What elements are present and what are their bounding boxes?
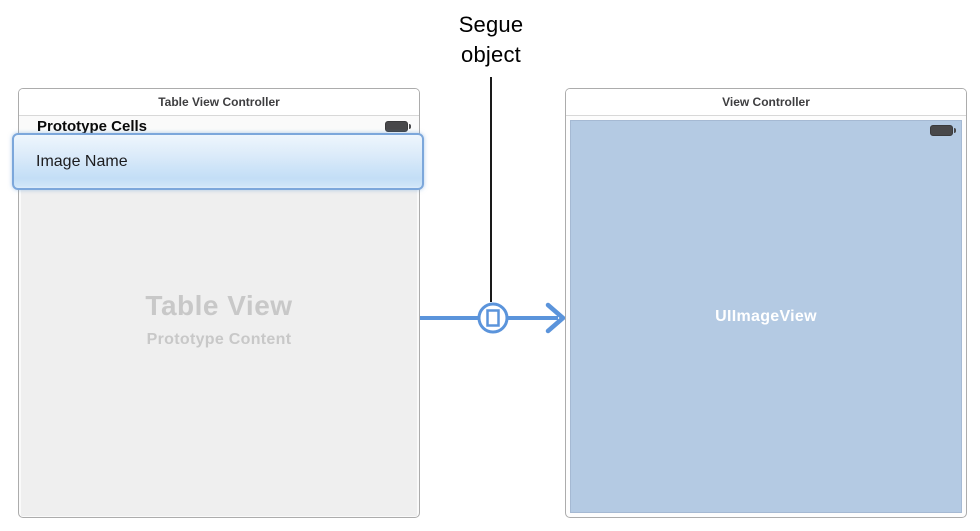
prototype-cell-label: Image Name [36,152,128,170]
table-view-placeholder-title: Table View [145,290,293,321]
table-view-placeholder-subtitle: Prototype Content [146,331,292,348]
segue-annotation-line1: Segue [458,12,524,37]
battery-icon [385,121,411,132]
prototype-cells-label: Prototype Cells [37,118,148,135]
table-view[interactable]: Table View Prototype Content [21,190,417,516]
battery-icon [930,125,956,136]
table-view-controller-header[interactable]: Table View Controller [19,89,419,116]
prototype-cell-selected[interactable]: Image Name [12,133,424,190]
image-view-class-label: UIImageView [715,307,817,325]
segue-annotation-line2: object [461,42,521,67]
segue-annotation-label: Segue object [426,10,556,70]
view-controller-scene[interactable]: View Controller UIImageView [565,88,967,518]
view-controller-title: View Controller [722,95,810,109]
segue-arrowhead-icon [545,302,567,334]
table-view-controller-title: Table View Controller [158,95,280,109]
segue-object-glyph [486,309,500,327]
image-view[interactable]: UIImageView [570,120,962,513]
segue-connection[interactable] [418,296,568,340]
view-controller-header[interactable]: View Controller [566,89,966,116]
annotation-pointer-line [490,77,492,302]
